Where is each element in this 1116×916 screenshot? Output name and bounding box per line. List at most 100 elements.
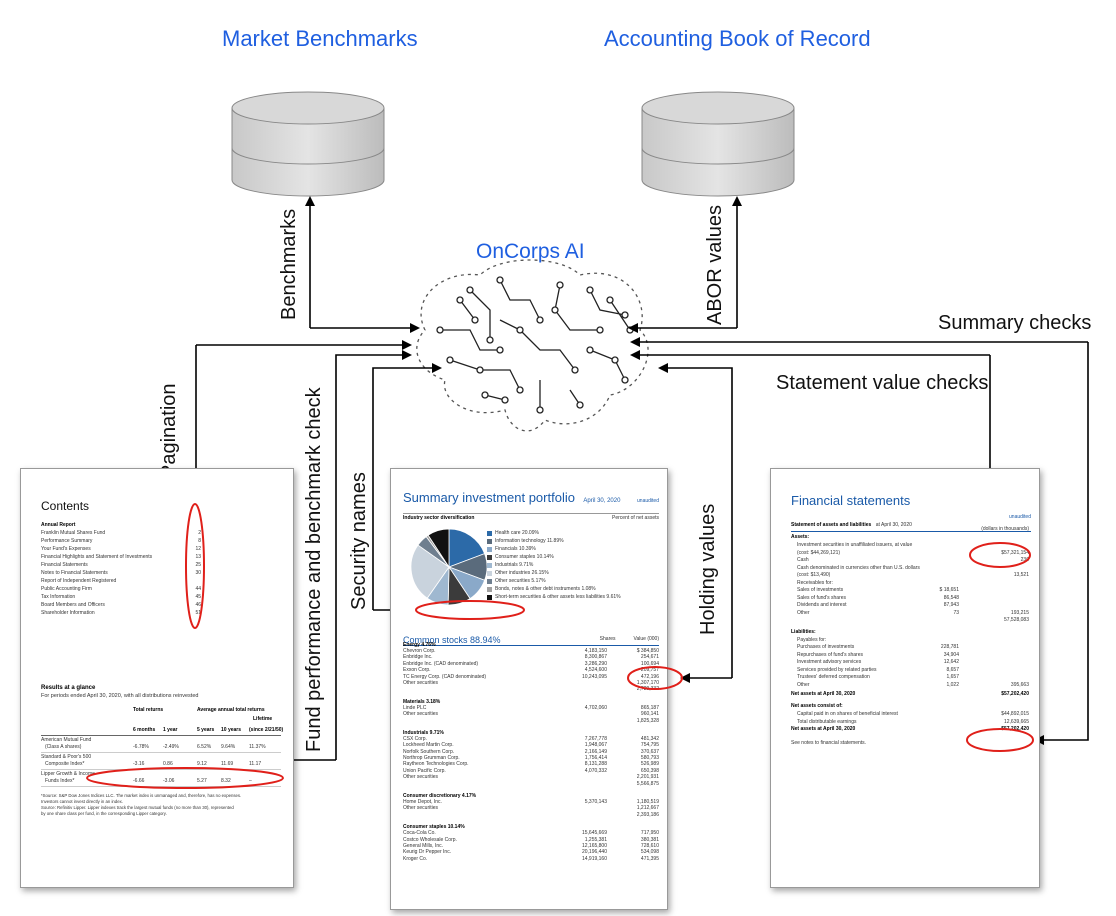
- statement-row: 57,528,083: [791, 616, 1029, 624]
- statement-row: Investment securities in unaffiliated is…: [791, 541, 1029, 549]
- abor-values-label: ABOR values: [704, 204, 726, 325]
- legend-item: Consumer staples 10.14%: [487, 553, 621, 561]
- statement-subtitle: Statement of assets and liabilities: [791, 522, 872, 528]
- statement-label: Cash: [797, 557, 809, 563]
- contents-document: Contents Annual Report Franklin Mutual S…: [20, 468, 294, 888]
- note-1: *Source: S&P Dow Jones Indices LLC. The …: [41, 793, 242, 798]
- statement-label: Sales of fund's shares: [797, 594, 847, 601]
- legend-item: Industrials 9.71%: [487, 561, 621, 569]
- holding-shares: 5,370,143: [584, 799, 607, 806]
- results-row-name: American Mutual Fund: [41, 737, 92, 743]
- holding-value: 2,729,332: [636, 686, 659, 693]
- holdings-table: Energy 4.76%Chevron Corp.4,183,150$ 384,…: [403, 641, 659, 863]
- holding-name: CSX Corp.: [403, 735, 427, 742]
- pie-slice: [410, 544, 450, 599]
- statement-value-a: 228,781: [940, 644, 959, 650]
- holding-shares: 7,267,778: [584, 735, 607, 742]
- statement-label: Trustees' deferred compensation: [797, 674, 870, 680]
- results-row-value: 0.86: [163, 761, 173, 767]
- holdings-group-name: Materials 3.18%: [403, 698, 441, 705]
- holding-shares: 20,196,440: [581, 849, 607, 856]
- statement-row: Cash denominated in currencies other tha…: [791, 564, 1029, 572]
- legend-label: Bonds, notes & other debt instruments 1.…: [495, 586, 596, 592]
- holding-value: 254,671: [640, 654, 659, 661]
- holding-value: 580,793: [640, 755, 659, 762]
- legend-item: Financials 10.39%: [487, 545, 621, 553]
- pie-slice: [427, 528, 450, 569]
- holding-shares: 4,070,332: [584, 767, 607, 774]
- value-head: Value (000): [633, 636, 659, 642]
- holding-values-label: Holding values: [697, 503, 719, 635]
- portfolio-document: Summary investment portfolio April 30, 2…: [390, 468, 668, 910]
- holding-name: Kroger Co.: [403, 855, 428, 862]
- results-row-value: 5.27: [197, 778, 207, 784]
- diversification-right: Percent of net assets: [612, 515, 659, 521]
- net-assets-label: Net assets at April 30, 2020: [791, 691, 856, 697]
- statement-label: (cost: $13,490): [797, 572, 831, 578]
- holdings-row: 5,566,875: [403, 780, 659, 788]
- fund-performance-label: Fund performance and benchmark check: [303, 387, 325, 752]
- holding-name: Costco Wholesale Corp.: [403, 836, 457, 843]
- results-at-a-glance: Results at a glance For periods ended Ap…: [41, 684, 283, 817]
- statement-value-b: 57,528,083: [1003, 617, 1029, 623]
- legend-item: Short-term securities & other assets les…: [487, 593, 621, 601]
- holding-name: Northrop Grumman Corp.: [403, 755, 460, 762]
- note-3: Source: Refinitiv Lipper. Lipper indexes…: [41, 805, 234, 810]
- holding-name: Other securities: [403, 679, 439, 686]
- statement-value-b: $44,892,015: [1001, 711, 1029, 717]
- statement-value-a: 73: [953, 609, 959, 616]
- statement-value-a: 34,904: [943, 651, 959, 658]
- holding-value: 2,201,931: [636, 774, 659, 781]
- holding-value: 2,393,186: [636, 811, 659, 818]
- holding-value: 1,180,519: [636, 799, 659, 806]
- holding-shares: 4,183,150: [584, 648, 607, 654]
- toc-item-page: 30: [195, 570, 201, 576]
- statement-label: Receivables for:: [797, 579, 833, 586]
- contents-section: Annual Report: [41, 522, 76, 528]
- holding-value: 5,566,875: [636, 780, 659, 787]
- holding-shares: 1,756,414: [584, 755, 607, 762]
- legend-label: Industrials 9.71%: [495, 562, 534, 568]
- holding-shares: 1,948,067: [584, 742, 607, 749]
- pagination-label: Pagination: [158, 383, 180, 478]
- statement-unaudited: unaudited: [1009, 514, 1031, 520]
- holding-value: 370,637: [640, 748, 659, 755]
- legend-label: Short-term securities & other assets les…: [495, 594, 621, 600]
- assets-head: Assets:: [791, 534, 810, 540]
- net-assets-value: $57,202,420: [1001, 691, 1029, 697]
- statement-value-b: 12,639,665: [1003, 718, 1029, 725]
- results-col-head: 10 years: [221, 727, 242, 733]
- note-2: Investors cannot invest directly in an i…: [41, 799, 123, 804]
- results-row-value: 11.37%: [249, 744, 266, 750]
- statement-row: Capital paid in on shares of beneficial …: [791, 710, 1029, 718]
- fund-performance-arrow: [335, 350, 412, 760]
- holding-shares: 2,166,149: [584, 748, 607, 755]
- holding-shares: 4,702,060: [584, 704, 607, 711]
- statement-label: Total distributable earnings: [797, 718, 857, 725]
- financial-title: Financial statements: [791, 493, 911, 508]
- toc-item-label: Shareholder Information: [41, 610, 95, 616]
- statement-row: (cost: $13,490)13,521: [791, 571, 1029, 579]
- statement-label: (cost: $44,269,121): [797, 549, 841, 556]
- holding-shares: 14,919,160: [581, 855, 607, 862]
- toc-item-page: 46: [195, 602, 201, 608]
- toc-item: Financial Highlights and Statement of In…: [41, 553, 201, 561]
- statement-label: Services provided by related parties: [797, 666, 877, 673]
- statement-value-checks-label: Statement value checks: [776, 372, 989, 394]
- avg-returns-head: Average annual total returns: [197, 707, 265, 713]
- holding-name: Norfolk Southern Corp.: [403, 748, 455, 755]
- statement-label: Payables for:: [797, 636, 827, 643]
- toc-item-label: Financial Highlights and Statement of In…: [41, 554, 153, 560]
- holding-value: $ 384,850: [636, 648, 659, 654]
- statement-label: Repurchases of fund's shares: [797, 651, 863, 658]
